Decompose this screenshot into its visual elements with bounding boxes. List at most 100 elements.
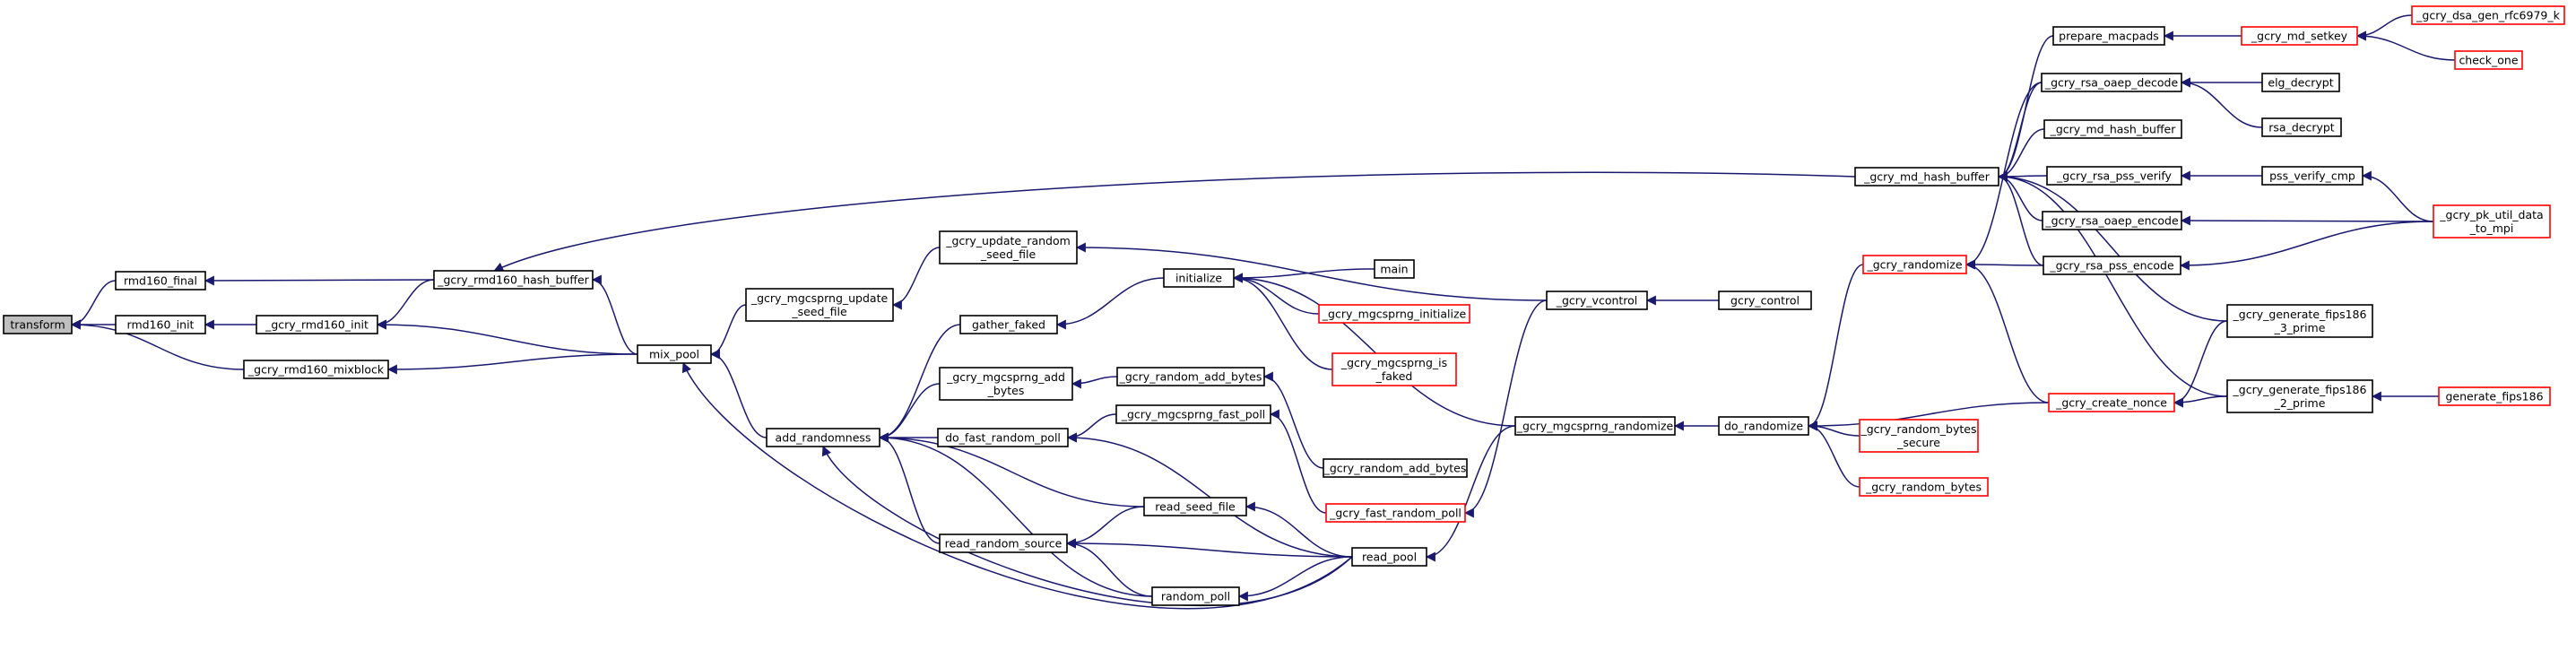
node-gcry-mgcsprng-initialize[interactable]: _gcry_mgcsprng_initialize	[1318, 304, 1470, 324]
node-label: _gcry_rsa_oaep_encode	[2044, 214, 2179, 228]
edge-random_poll-to-read_pool	[1237, 556, 1353, 602]
node-gcry-mgcsprng-randomize[interactable]: _gcry_mgcsprng_randomize	[1514, 416, 1676, 436]
node-add-randomness[interactable]: add_randomness	[766, 428, 880, 447]
node-elg-decrypt[interactable]: elg_decrypt	[2261, 73, 2340, 92]
node-gcry-vcontrol[interactable]: _gcry_vcontrol	[1546, 291, 1648, 310]
node-main[interactable]: main	[1374, 259, 1415, 279]
edge-path	[376, 279, 435, 330]
node-gcry-rsa-oaep-encode[interactable]: _gcry_rsa_oaep_encode	[2042, 211, 2182, 230]
node-label: _gcry_rsa_pss_verify	[2056, 169, 2172, 183]
edge-path	[1965, 259, 2050, 403]
node-check-one[interactable]: check_one	[2454, 50, 2523, 70]
node-do-randomize[interactable]: do_randomize	[1718, 416, 1809, 436]
node-label: _gcry_dsa_gen_rfc6979_k	[2416, 9, 2560, 22]
node-gcry-md-hash-buffer2[interactable]: _gcry_md_hash_buffer	[2043, 119, 2182, 139]
node-gcry-rmd160-init[interactable]: _gcry_rmd160_init	[256, 315, 378, 334]
node-gcry-control[interactable]: gcry_control	[1718, 291, 1812, 310]
node-gather-faked[interactable]: gather_faked	[959, 315, 1058, 334]
edge-initialize-to-gcry_mgcsprng_randomize	[1232, 273, 1516, 427]
node-box	[1115, 404, 1271, 424]
edge-path	[386, 353, 638, 375]
edge-add_randomness-to-gcry_mgcsprng_add_bytes	[878, 383, 941, 443]
edge-path	[1997, 171, 2228, 397]
node-gcry-md-hash-buffer[interactable]: _gcry_md_hash_buffer	[1854, 167, 1999, 187]
edge-do_randomize-to-gcry_random_bytes	[1807, 421, 1860, 488]
node-label: _gcry_vcontrol	[1556, 294, 1638, 308]
node-gcry-random-add-bytes1[interactable]: _gcry_random_add_bytes	[1116, 367, 1265, 386]
edge-path	[878, 432, 1153, 597]
node-gcry-random-bytes[interactable]: _gcry_random_bytes	[1859, 477, 1989, 497]
node-label: rmd160_init	[127, 318, 195, 332]
node-gcry-pk-util-data-to-mpi[interactable]: _gcry_pk_util_data_to_mpi	[2433, 204, 2551, 239]
node-label: do_fast_random_poll	[945, 431, 1061, 445]
node-pss-verify-cmp[interactable]: pss_verify_cmp	[2261, 166, 2364, 186]
node-gcry-randomize[interactable]: _gcry_randomize	[1862, 255, 1967, 274]
edge-path	[1071, 376, 1118, 389]
node-gcry-mgcsprng-fast-poll[interactable]: _gcry_mgcsprng_fast_poll	[1115, 404, 1271, 424]
edge-gcry_mgcsprng_fast_poll-to-gcry_fast_random_poll	[1269, 409, 1327, 514]
node-label: _gcry_create_nonce	[2055, 396, 2167, 410]
node-random-poll[interactable]: random_poll	[1151, 586, 1240, 606]
edge-path	[2355, 14, 2413, 41]
node-label: read_pool	[1362, 551, 1417, 564]
node-gcry-mgcsprng-update-seed-file[interactable]: _gcry_mgcsprng_update_seed_file	[745, 288, 894, 322]
node-box	[1546, 291, 1648, 310]
node-gcry-mgcsprng-is-faked[interactable]: _gcry_mgcsprng_is_faked	[1331, 352, 1457, 386]
edge-path	[709, 349, 768, 438]
node-rmd160-init[interactable]: rmd160_init	[115, 315, 206, 334]
node-gcry-dsa-gen-rfc6979-k[interactable]: _gcry_dsa_gen_rfc6979_k	[2411, 5, 2565, 25]
node-gcry-rsa-pss-encode[interactable]: _gcry_rsa_pss_encode	[2043, 256, 2181, 275]
edge-initialize-to-gcry_mgcsprng_is_faked	[1232, 273, 1333, 370]
node-label: _gcry_rmd160_hash_buffer	[437, 273, 589, 287]
edge-path	[878, 432, 941, 544]
node-box	[3, 315, 73, 334]
node-box	[1323, 458, 1468, 478]
edge-path	[1232, 273, 1516, 427]
node-label: _gcry_pk_util_data	[2439, 208, 2543, 221]
node-box	[2241, 26, 2358, 46]
edge-gcry_rsa_oaep_decode-to-rsa_decrypt	[2180, 77, 2263, 128]
node-box	[115, 271, 206, 291]
edge-add_randomness-to-read_pool	[821, 445, 1353, 607]
node-gcry-rsa-pss-verify[interactable]: _gcry_rsa_pss_verify	[2046, 166, 2182, 186]
node-read-random-source[interactable]: read_random_source	[939, 534, 1068, 553]
node-initialize[interactable]: initialize	[1163, 268, 1235, 288]
node-gcry-random-add-bytes2[interactable]: _gcry_random_add_bytes	[1323, 458, 1468, 478]
node-box	[745, 288, 894, 322]
node-gcry-random-bytes-secure[interactable]: _gcry_random_bytes_secure	[1859, 419, 1979, 453]
node-gcry-mgcsprng-add-bytes[interactable]: _gcry_mgcsprng_add_bytes	[939, 367, 1073, 401]
edge-path	[1807, 402, 2050, 431]
node-generate-fips186[interactable]: generate_fips186	[2438, 386, 2551, 406]
node-read-pool[interactable]: read_pool	[1351, 547, 1427, 567]
node-mix-pool[interactable]: mix_pool	[637, 344, 712, 364]
node-gcry-rsa-oaep-decode[interactable]: _gcry_rsa_oaep_decode	[2041, 73, 2182, 92]
node-gcry-fast-random-poll[interactable]: _gcry_fast_random_poll	[1325, 503, 1466, 523]
node-gcry-update-random-seed-file[interactable]: _gcry_update_random_seed_file	[939, 230, 1078, 265]
node-rmd160-final[interactable]: rmd160_final	[115, 271, 206, 291]
node-transform[interactable]: transform	[3, 315, 73, 334]
node-do-fast-random-poll[interactable]: do_fast_random_poll	[937, 428, 1069, 447]
edge-path	[1425, 425, 1516, 562]
node-gcry-generate-fips186-2-prime[interactable]: _gcry_generate_fips186_2_prime	[2226, 379, 2373, 413]
node-gcry-create-nonce[interactable]: _gcry_create_nonce	[2048, 393, 2175, 412]
node-prepare-macpads[interactable]: prepare_macpads	[2052, 26, 2165, 46]
edge-path	[1807, 421, 1860, 488]
node-label: gather_faked	[972, 318, 1045, 332]
node-label: main	[1380, 263, 1408, 276]
node-gcry-rmd160-hash-buffer[interactable]: _gcry_rmd160_hash_buffer	[433, 270, 594, 290]
node-box	[2046, 166, 2182, 186]
node-gcry-generate-fips186-3-prime[interactable]: _gcry_generate_fips186_3_prime	[2226, 304, 2373, 338]
node-gcry-rmd160-mixblock[interactable]: _gcry_rmd160_mixblock	[243, 360, 389, 379]
edge-add_randomness-to-random_poll	[878, 432, 1153, 597]
edge-add_randomness-to-read_seed_file	[878, 432, 1145, 508]
node-label: _gcry_random_bytes	[1860, 422, 1976, 436]
node-label: _gcry_mgcsprng_update	[750, 291, 889, 305]
edge-initialize-to-main	[1232, 268, 1375, 283]
node-box	[766, 428, 880, 447]
edge-gcry_randomize-to-gcry_create_nonce	[1965, 259, 2050, 403]
node-rsa-decrypt[interactable]: rsa_decrypt	[2261, 117, 2342, 137]
node-box	[637, 344, 712, 364]
edge-path	[1075, 242, 1548, 301]
node-read-seed-file[interactable]: read_seed_file	[1143, 497, 1247, 516]
node-gcry-md-setkey[interactable]: _gcry_md_setkey	[2241, 26, 2358, 46]
